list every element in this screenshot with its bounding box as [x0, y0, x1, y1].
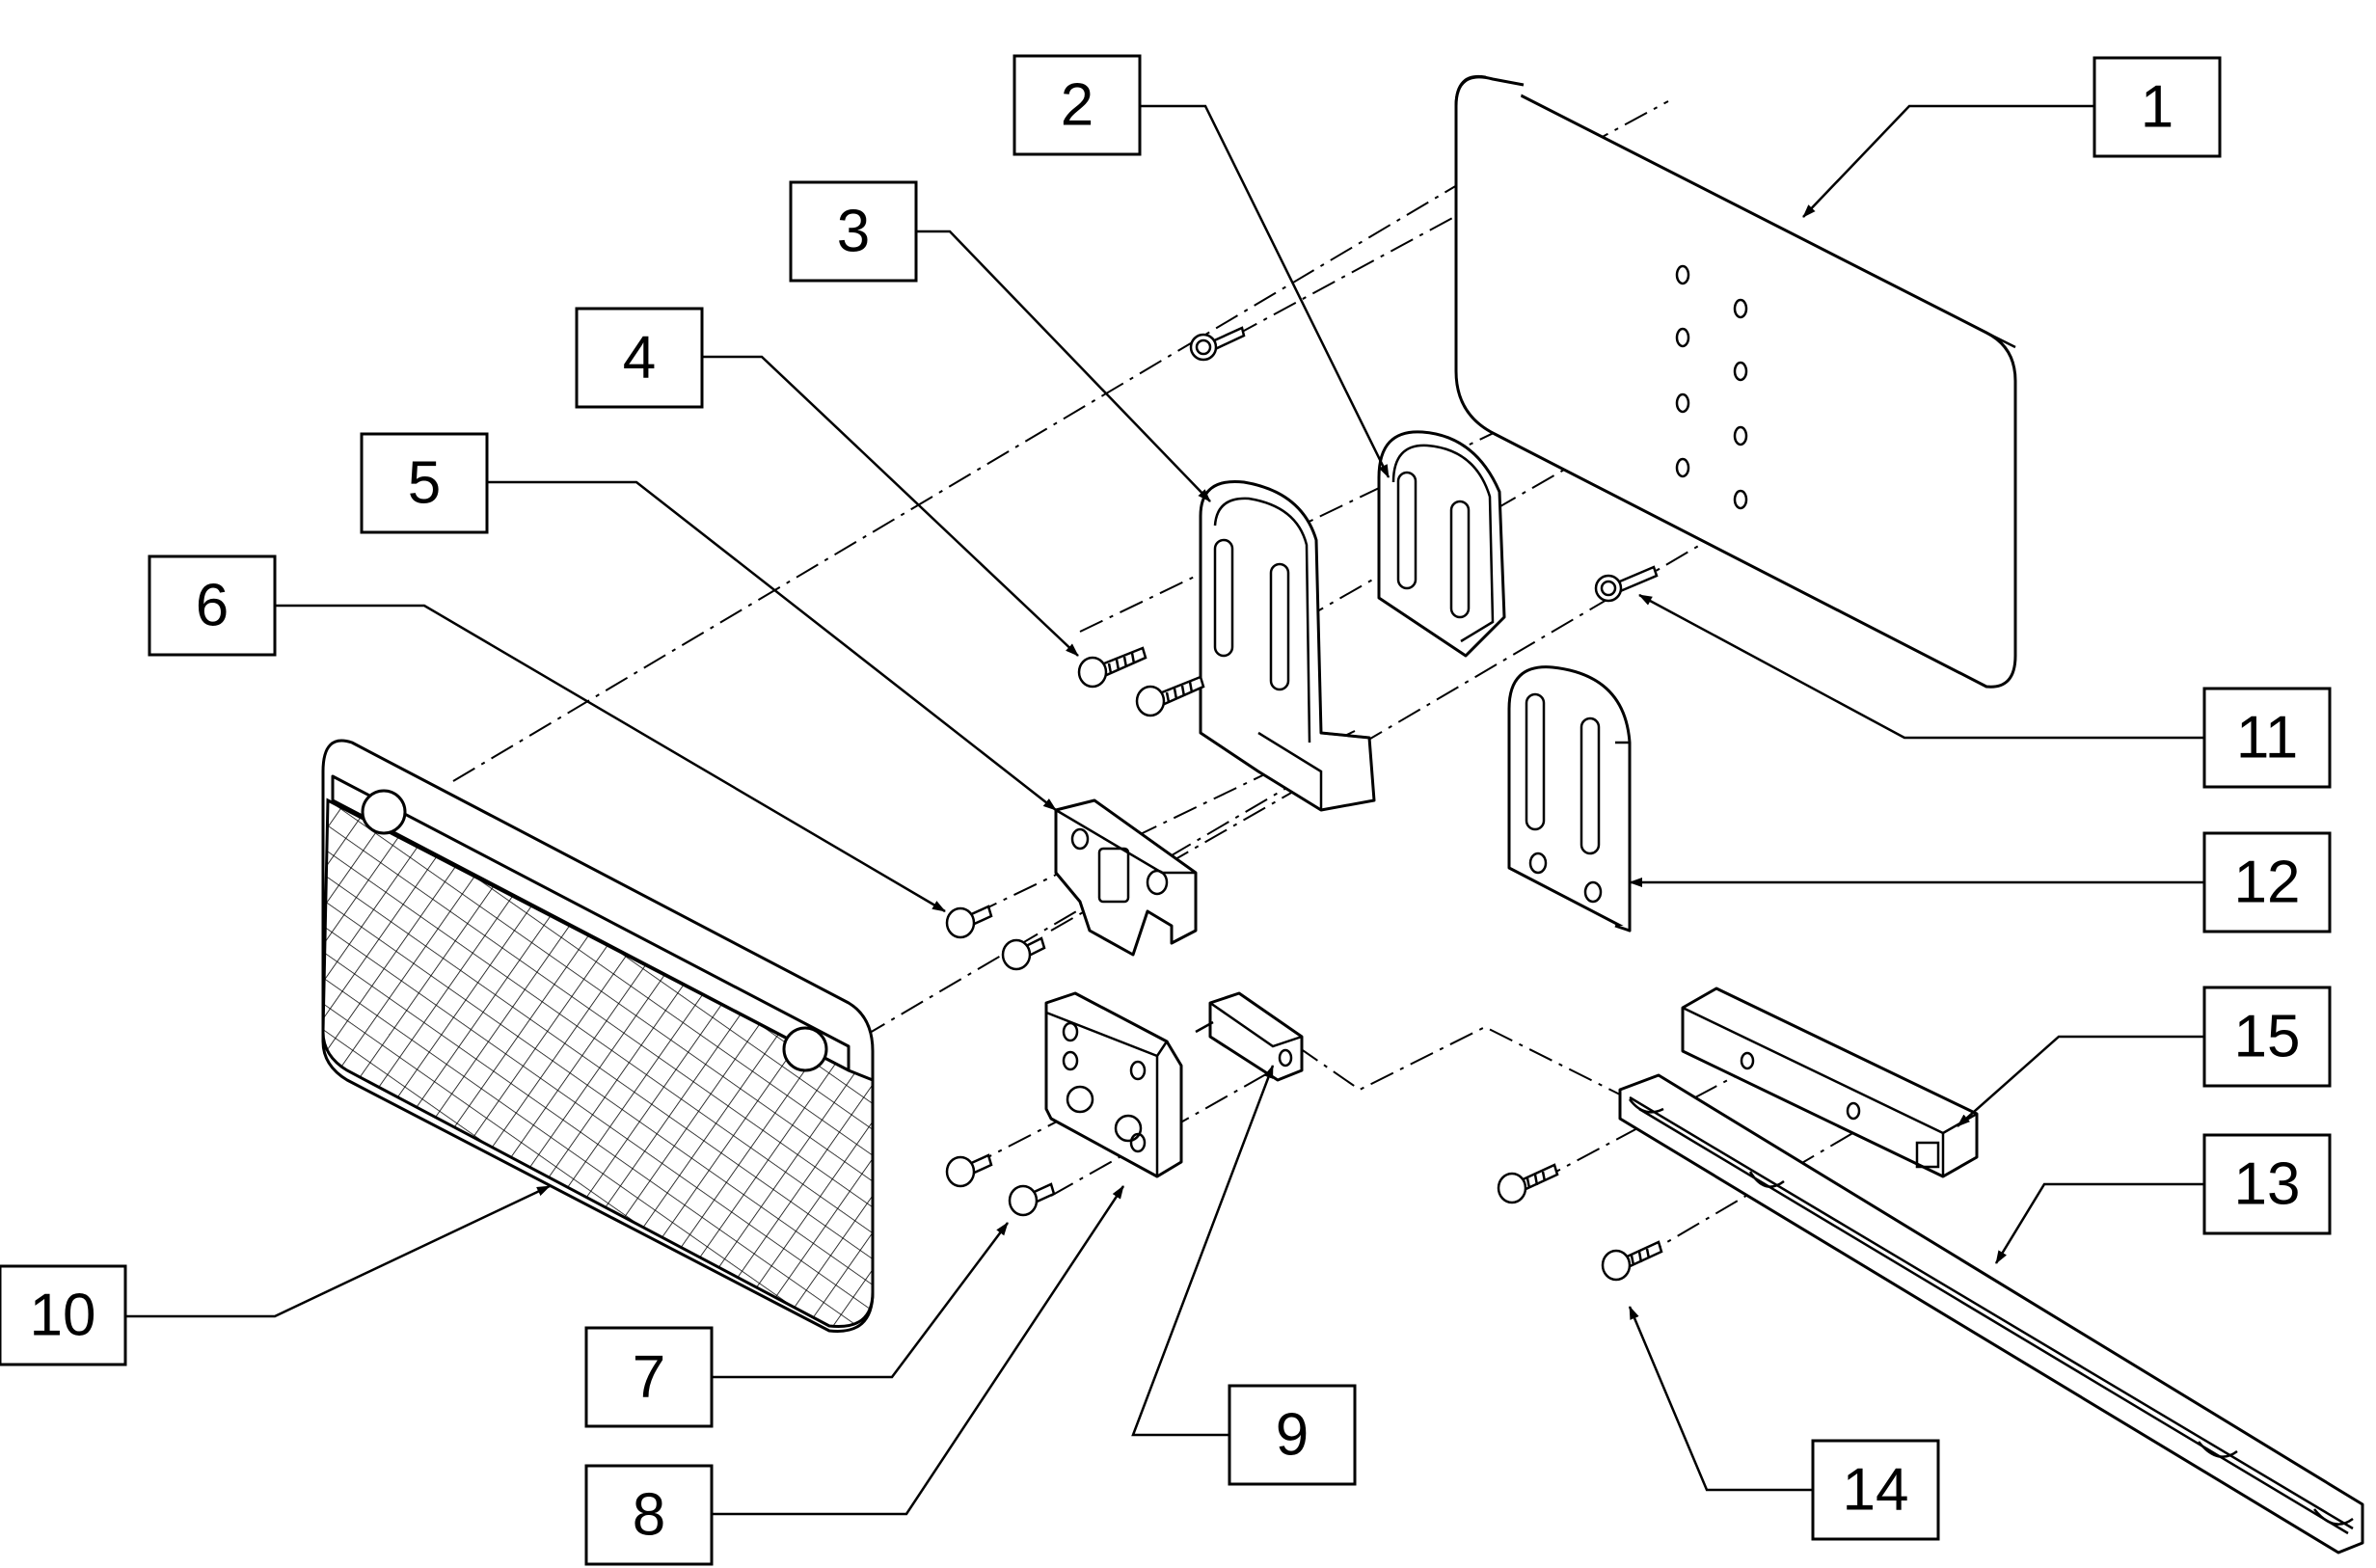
- part-13-long-rail: [1618, 1073, 2364, 1554]
- callout-5: 5: [360, 432, 489, 534]
- leader-14: [1628, 1306, 1813, 1492]
- screw-7-lower: [1008, 1182, 1056, 1217]
- screw-4-upper: [1077, 646, 1148, 689]
- leader-10: [125, 1184, 551, 1318]
- screw-6-lower: [1001, 936, 1046, 971]
- callout-13: 13: [2202, 1133, 2332, 1235]
- screws: [945, 326, 1663, 1282]
- part-8-mount-block: [1044, 991, 1183, 1178]
- callout-9-label: 9: [1276, 1402, 1309, 1469]
- part-12-spare-bracket: [1507, 665, 1632, 933]
- part-10-mesh-panel: [321, 739, 875, 1333]
- screw-14-lower: [1601, 1240, 1663, 1282]
- screw-11-washer: [1594, 565, 1659, 603]
- callout-2: 2: [1012, 54, 1142, 156]
- callout-10-label: 10: [30, 1283, 96, 1349]
- leader-5: [487, 480, 1057, 811]
- callout-9: 9: [1228, 1384, 1357, 1486]
- leader-4: [702, 355, 1079, 657]
- callout-5-label: 5: [408, 450, 441, 517]
- callout-15: 15: [2202, 986, 2332, 1088]
- leader-9: [1131, 1065, 1275, 1437]
- callout-1: 1: [2092, 56, 2222, 158]
- callout-11-label: 11: [2236, 705, 2298, 771]
- screw-4-lower: [1135, 675, 1205, 717]
- leader-11: [1638, 593, 2204, 740]
- callout-10: 10: [0, 1264, 127, 1366]
- callout-3: 3: [789, 180, 918, 283]
- part-9-small-block: [1195, 991, 1304, 1082]
- callout-7: 7: [584, 1326, 714, 1428]
- callout-4: 4: [575, 307, 704, 409]
- callout-8-label: 8: [633, 1482, 665, 1549]
- leader-8: [712, 1185, 1125, 1516]
- screw-7-upper: [945, 1153, 993, 1188]
- leader-2: [1140, 104, 1390, 478]
- callout-8: 8: [584, 1464, 714, 1566]
- leader-6: [275, 604, 946, 913]
- callout-14: 14: [1811, 1439, 1940, 1541]
- leader-lines: [125, 104, 2204, 1516]
- callout-7-label: 7: [633, 1344, 665, 1411]
- part-5-clamp-body: [1054, 798, 1198, 957]
- part-3-front-bracket: [1199, 479, 1376, 812]
- screw-washer-upper: [1189, 326, 1246, 362]
- callout-14-label: 14: [1843, 1457, 1909, 1524]
- callout-12: 12: [2202, 831, 2332, 933]
- callout-1-label: 1: [2141, 74, 2174, 141]
- callout-4-label: 4: [623, 325, 656, 392]
- callout-13-label: 13: [2234, 1151, 2301, 1218]
- leader-3: [916, 230, 1211, 502]
- part-1-back-panel: [1454, 74, 2017, 689]
- screw-14-upper: [1497, 1163, 1559, 1204]
- callout-3-label: 3: [837, 199, 870, 265]
- leader-7: [712, 1222, 1009, 1379]
- callout-6: 6: [148, 554, 277, 657]
- callout-12-label: 12: [2234, 850, 2301, 916]
- leader-13: [1994, 1182, 2204, 1264]
- panel-mounting-holes: [1675, 264, 1748, 510]
- callout-11: 11: [2202, 687, 2332, 789]
- leader-1: [1802, 104, 2094, 218]
- part-15-square-tube: [1681, 987, 1979, 1178]
- callout-6-label: 6: [196, 573, 229, 639]
- callout-15-label: 15: [2234, 1004, 2301, 1070]
- part-2-rear-bracket: [1377, 430, 1506, 658]
- leader-15: [1957, 1035, 2204, 1127]
- screw-6-upper: [945, 905, 993, 939]
- callout-2-label: 2: [1061, 72, 1094, 139]
